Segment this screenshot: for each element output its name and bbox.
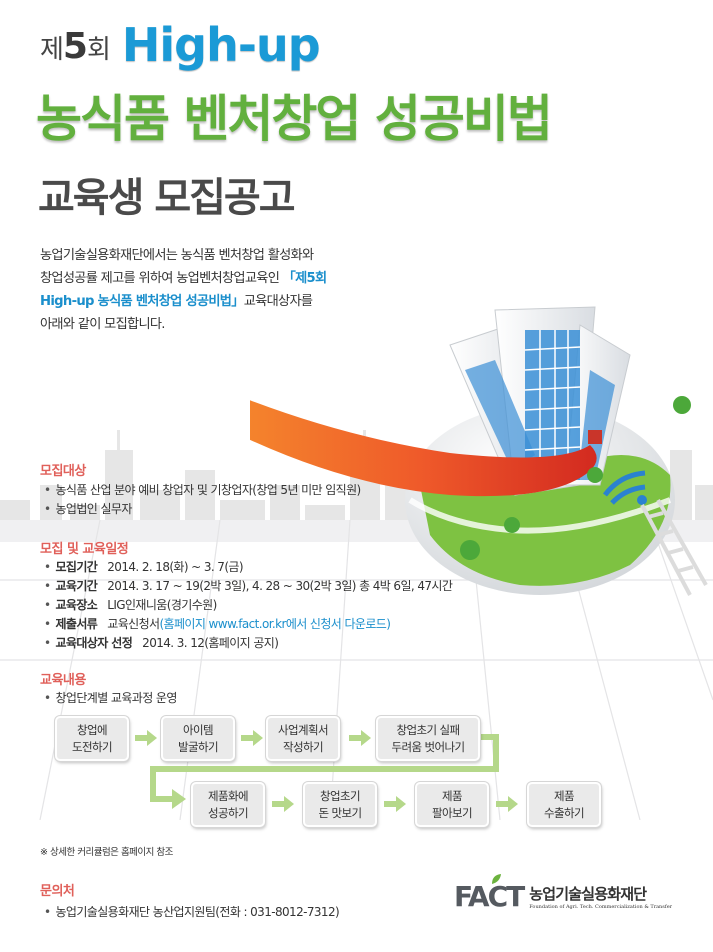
arrow-right-icon [384,796,406,812]
list-item: 농업법인 실무자 [44,500,361,519]
arrow-right-icon [272,796,294,812]
main-title: 농식품 벤처창업 성공비법 [36,90,553,148]
process-step-1: 창업에 도전하기 [55,716,129,761]
process-step-4: 창업초기 실패 두려움 벗어나기 [376,716,480,761]
process-step-7: 제품 팔아보기 [415,782,489,827]
wifi-icon [603,470,647,505]
sub-title: 교육생 모집공고 [38,175,296,221]
fact-logo: FACT 농업기술실용화재단 Foundation of Agri. Tech.… [454,874,673,911]
section-heading-contact: 문의처 [40,884,75,899]
section-heading-target: 모집대상 [40,464,86,479]
edition-heading: 제5회 High-up [40,18,321,72]
growth-arrow-icon [250,400,597,497]
contact-info: 농업기술실용화재단 농산업지원팀(전화 : 031-8012-7312) [44,903,339,920]
arrow-right-icon [349,730,371,746]
ladder-icon [640,499,708,596]
intro-paragraph: 농업기술실용화재단에서는 농식품 벤처창업 활성화와 창업성공률 제고를 위하여… [40,248,328,332]
logo-name-english: Foundation of Agri. Tech. Commercializat… [529,904,673,910]
curriculum-note: ※ 상세한 커리큘럼은 홈페이지 참조 [40,847,173,858]
program-name-highlight: High-up 농식품 벤처창업 성공비법」 [40,294,244,309]
process-step-6: 창업초기 돈 맛보기 [303,782,377,827]
process-step-5: 제품화에 성공하기 [191,782,265,827]
content-list: 창업단계별 교육과정 운영 [44,689,177,708]
list-item: 창업단계별 교육과정 운영 [44,689,177,708]
homepage-download-link[interactable]: (홈페이지 www.fact.or.kr에서 신청서 다운로드) [159,617,391,631]
process-step-3: 사업계획서 작성하기 [266,716,340,761]
section-heading-content: 교육내용 [40,673,86,688]
target-list: 농식품 산업 분야 예비 창업자 및 기창업자(창업 5년 미만 임직원) 농업… [44,481,361,519]
arrow-right-icon [496,796,518,812]
process-step-2: 아이템 발굴하기 [161,716,235,761]
fact-logo-mark: FACT [454,874,525,911]
process-step-8: 제품 수출하기 [527,782,601,827]
arrow-right-icon [241,730,263,746]
program-name-highlight: 「제5회 [282,271,328,286]
arrow-right-icon [135,730,157,746]
buildings-icon [449,306,631,496]
leaf-icon [492,874,501,884]
edition-label: 제5회 [40,26,111,67]
list-item: 농식품 산업 분야 예비 창업자 및 기창업자(창업 5년 미만 임직원) [44,481,361,500]
brand-high-up: High-up [121,18,321,72]
logo-name-korean: 농업기술실용화재단 [529,885,647,903]
section-heading-schedule: 모집 및 교육일정 [40,542,129,557]
tree-icon [460,396,691,560]
growth-illustration [250,306,708,596]
